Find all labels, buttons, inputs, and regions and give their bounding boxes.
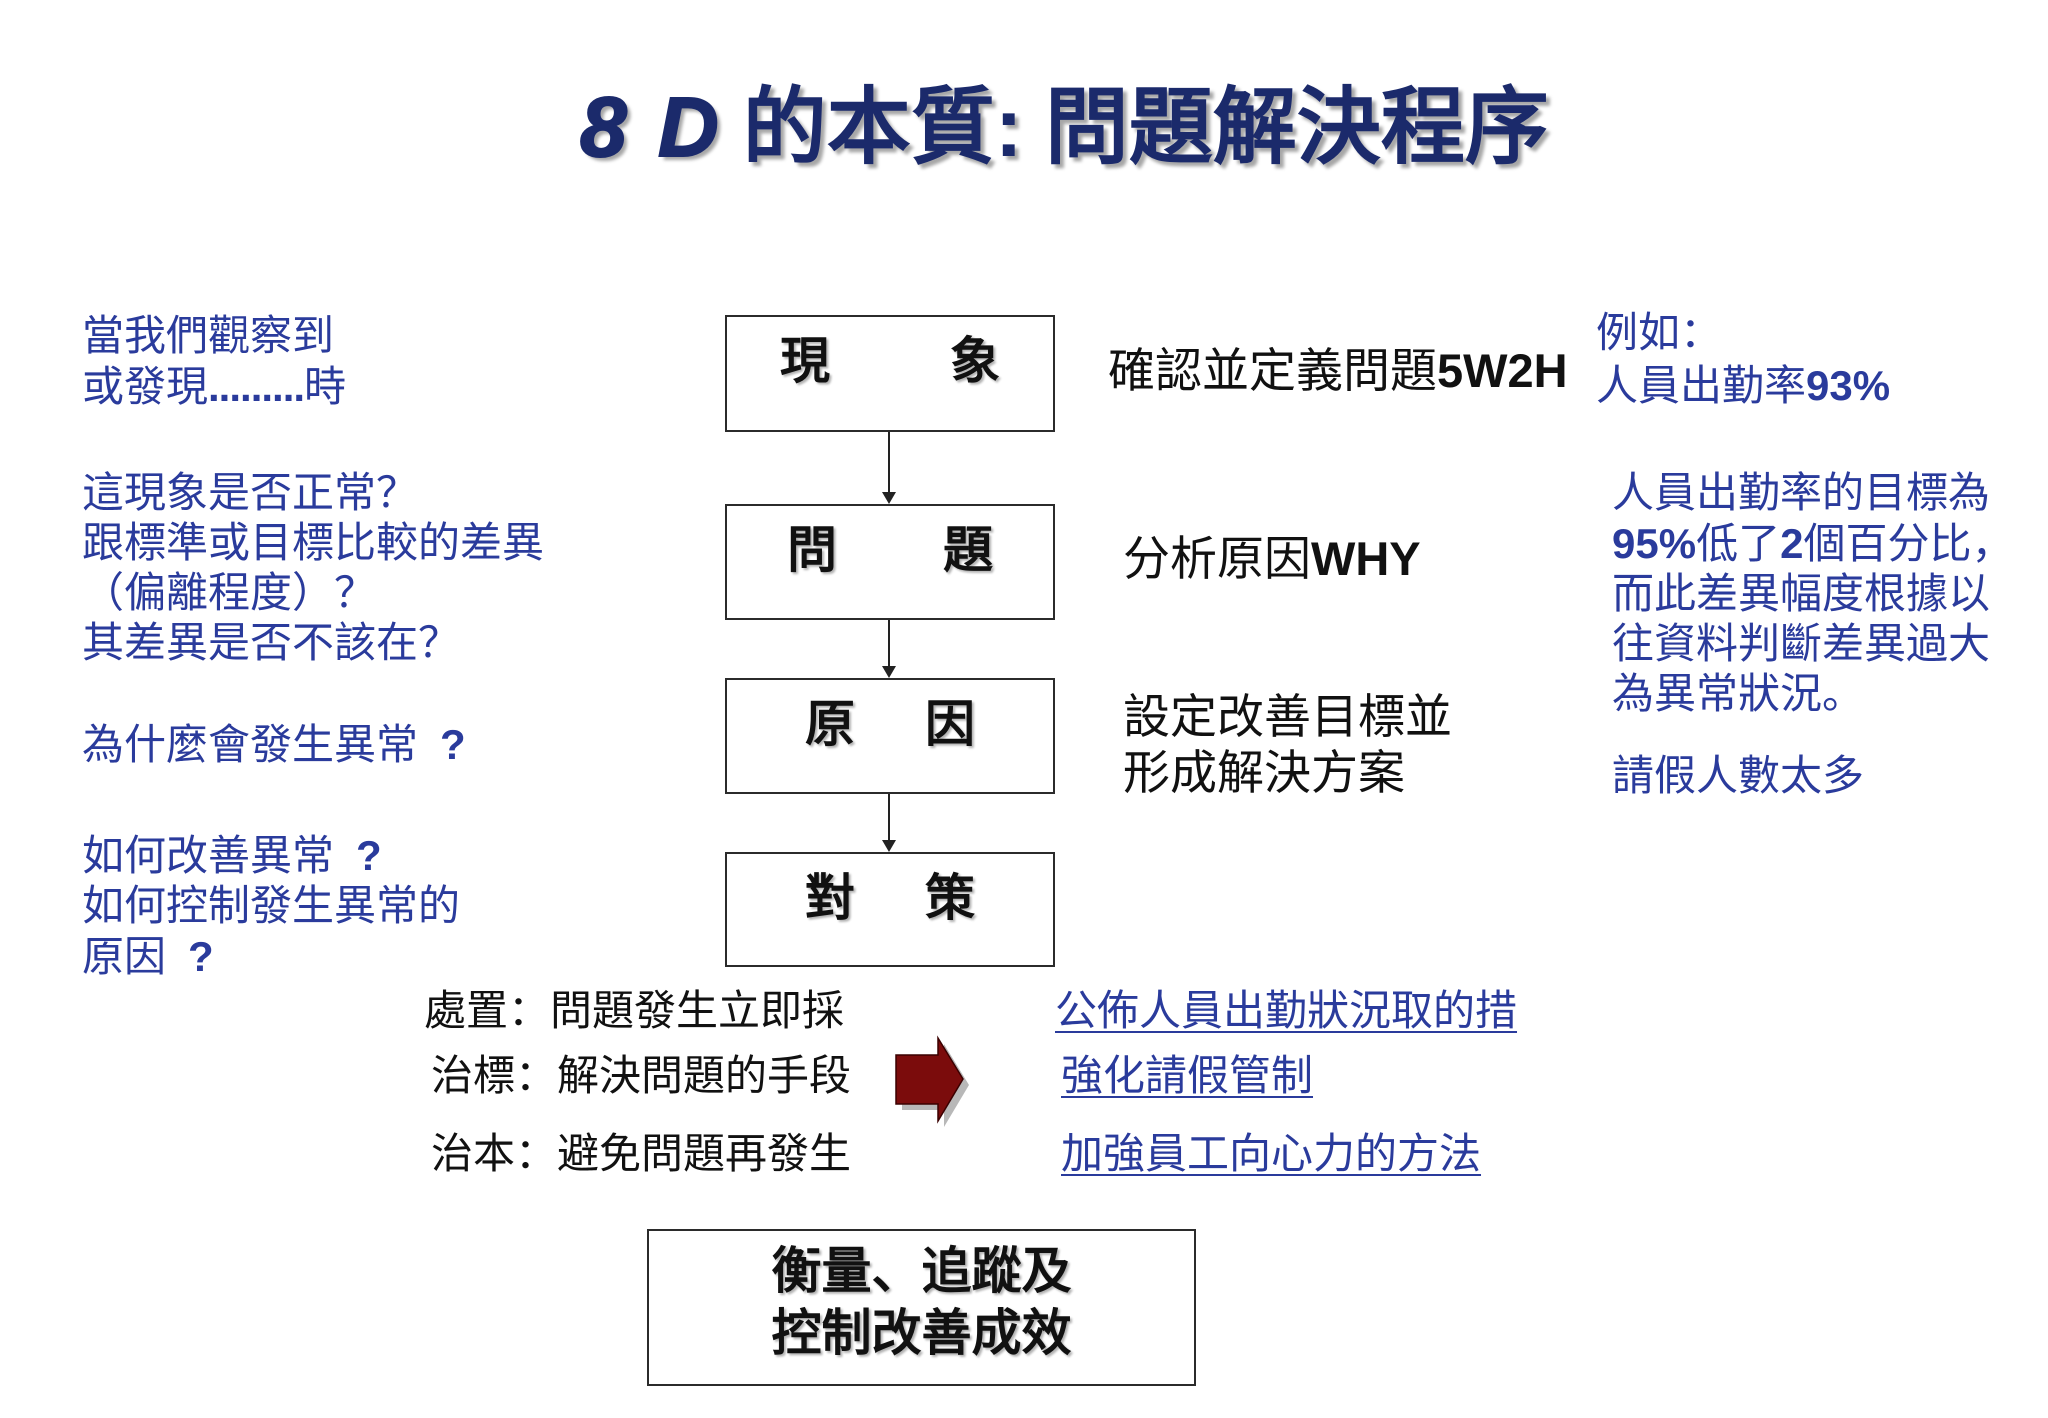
flow-step-cause-char1: 原 — [805, 695, 855, 753]
flow-step-countermeasure-char2: 策 — [925, 869, 975, 927]
right-block-arrow-icon — [895, 1035, 969, 1127]
example-target: 人員出勤率的目標為 95%低了2個百分比， 而此差異幅度根據以 往資料判斷差異過… — [1612, 469, 2013, 720]
note-observe: 當我們觀察到 或發現.........時 — [82, 312, 346, 413]
action-plan: 設定改善目標並 形成解決方案 — [1123, 690, 1452, 802]
example-cause: 請假人數太多 — [1612, 754, 1865, 800]
flow-step-cause: 原 因 — [725, 678, 1055, 794]
result-line1: 衡量、追蹤及 — [771, 1242, 1072, 1300]
measure-symptom: 治標：解決問題的手段 — [431, 1054, 852, 1100]
action-define: 確認並定義問題5W2H — [1108, 343, 1568, 400]
note-improve-line3-text: 原因 — [82, 935, 167, 981]
note-observe-dots: ......... — [208, 363, 305, 410]
countermeasure-link-announce[interactable]: 公佈人員出勤狀況取的措 — [1055, 989, 1518, 1035]
measure-disposal: 處置：問題發生立即採 — [424, 989, 845, 1035]
example-target-line2: 95%低了2個百分比， — [1612, 519, 2013, 570]
note-observe-line1: 當我們觀察到 — [82, 314, 335, 360]
note-cause-text: 為什麼會發生異常 — [82, 723, 419, 769]
example-label: 例如： — [1596, 311, 1723, 357]
flow-step-cause-char2: 因 — [925, 695, 975, 753]
action-plan-line2: 形成解決方案 — [1123, 748, 1405, 800]
example-rate-line: 人員出勤率93% — [1596, 360, 1890, 413]
note-observe-line2-end: 時 — [304, 365, 347, 411]
note-improve-line2: 如何控制發生異常的 — [82, 884, 461, 930]
title-colon: : — [994, 80, 1023, 174]
note-cause-mark: ? — [440, 721, 466, 768]
arrow-problem-to-cause — [882, 620, 896, 678]
flow-step-phenomenon-char1: 現 — [780, 332, 830, 390]
note-improve-line3: 原因? — [82, 932, 460, 983]
flow-step-problem: 問 題 — [725, 504, 1055, 620]
action-analyze-keyword: WHY — [1311, 532, 1421, 585]
example-target-mid: 低了 — [1696, 522, 1781, 568]
countermeasure-link-cohesion[interactable]: 加強員工向心力的方法 — [1061, 1132, 1482, 1178]
action-analyze-text: 分析原因 — [1123, 534, 1311, 586]
note-normality-line3: （偏離程度）？ — [82, 571, 377, 617]
action-analyze: 分析原因WHY — [1123, 531, 1421, 588]
note-improve-line1-text: 如何改善異常 — [82, 834, 335, 880]
note-observe-line2-start: 或發現 — [82, 365, 209, 411]
flow-step-countermeasure-char1: 對 — [805, 869, 855, 927]
note-normality: 這現象是否正常？ 跟標準或目標比較的差異 （偏離程度）？ 其差異是否不該在？ — [82, 469, 544, 669]
result-box: 衡量、追蹤及 控制改善成效 — [647, 1229, 1196, 1386]
example-target-gap: 2 — [1780, 520, 1804, 567]
note-improve-line1-mark: ? — [356, 832, 382, 879]
arrow-cause-to-countermeasure — [882, 794, 896, 852]
example-target-end: 個百分比， — [1803, 522, 2014, 568]
example-target-value: 95% — [1612, 520, 1697, 567]
note-normality-line2: 跟標準或目標比較的差異 — [82, 521, 545, 567]
result-line2: 控制改善成效 — [771, 1304, 1072, 1362]
title-essence: 的本質 — [742, 78, 995, 176]
note-normality-line1: 這現象是否正常？ — [82, 471, 419, 517]
flow-step-phenomenon: 現 象 — [725, 315, 1055, 432]
arrow-phenomenon-to-problem — [882, 432, 896, 504]
action-define-text: 確認並定義問題 — [1108, 346, 1437, 398]
action-define-keyword: 5W2H — [1437, 344, 1568, 397]
example-target-line4: 往資料判斷差異過大 — [1612, 622, 1991, 668]
flow-step-countermeasure: 對 策 — [725, 852, 1055, 967]
note-improve-line3-mark: ? — [188, 933, 214, 980]
title-subject: 問題解決程序 — [1044, 78, 1549, 176]
example-rate-text: 人員出勤率 — [1596, 364, 1807, 410]
flow-step-phenomenon-char2: 象 — [950, 332, 1000, 390]
flow-step-problem-char2: 題 — [943, 521, 993, 579]
note-improve: 如何改善異常? 如何控制發生異常的 原因? — [82, 831, 460, 983]
note-improve-line1: 如何改善異常? — [82, 831, 460, 882]
example-rate: 例如： 人員出勤率93% — [1596, 309, 1890, 413]
title-code: 8 D — [579, 79, 723, 175]
example-target-line5: 為異常狀況。 — [1612, 672, 1865, 718]
measure-root: 治本：避免問題再發生 — [431, 1132, 852, 1178]
countermeasure-link-leave-control[interactable]: 強化請假管制 — [1061, 1054, 1314, 1100]
example-target-line3: 而此差異幅度根據以 — [1612, 572, 1991, 618]
action-plan-line1: 設定改善目標並 — [1123, 692, 1452, 744]
example-rate-value: 93% — [1806, 362, 1891, 409]
note-cause: 為什麼會發生異常? — [82, 720, 466, 771]
note-observe-line2: 或發現.........時 — [82, 362, 346, 413]
example-target-line1: 人員出勤率的目標為 — [1612, 471, 1991, 517]
flow-step-problem-char1: 問 — [787, 521, 837, 579]
note-normality-line4: 其差異是否不該在？ — [82, 621, 461, 667]
